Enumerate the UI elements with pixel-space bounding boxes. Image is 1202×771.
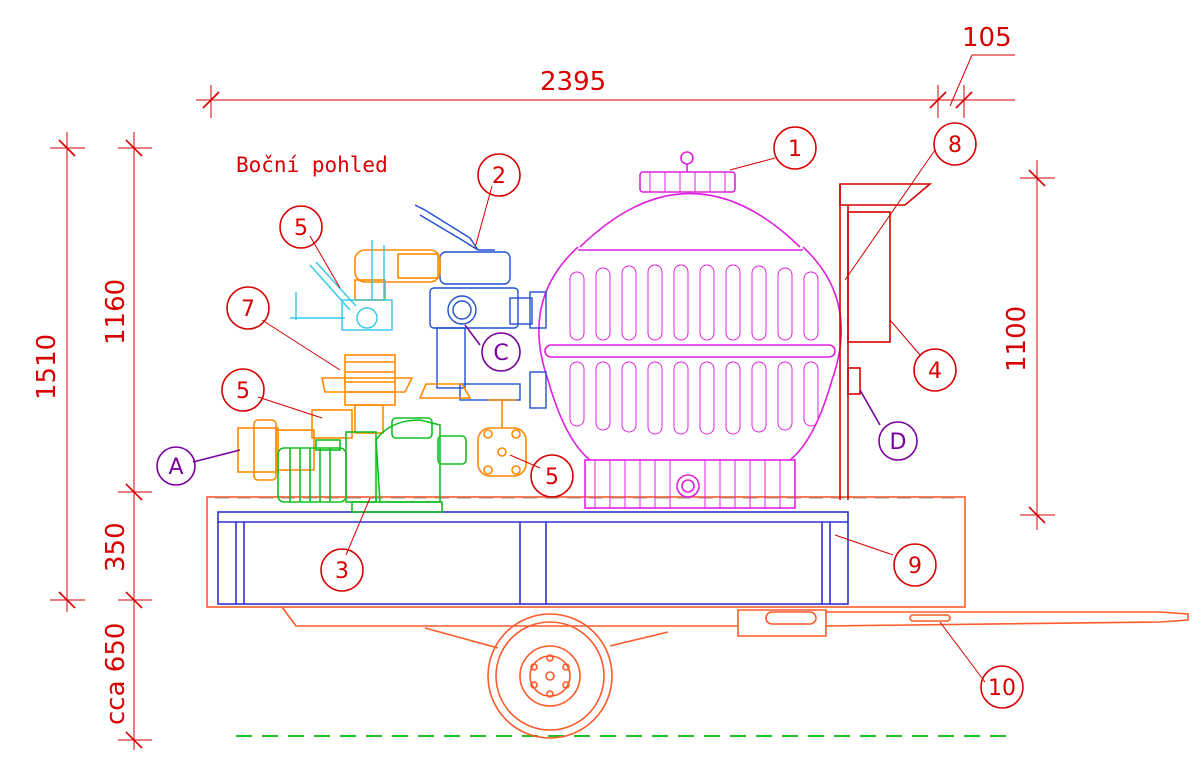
svg-text:5: 5 bbox=[236, 379, 250, 404]
svg-text:C: C bbox=[493, 341, 508, 366]
svg-text:5: 5 bbox=[294, 216, 308, 241]
sand-filter-tank bbox=[529, 151, 842, 509]
callout-5-top: 5 bbox=[279, 205, 323, 249]
callout-4: 4 bbox=[913, 348, 957, 392]
dimension-left-sections: 1160 350 cca 650 bbox=[101, 132, 152, 750]
callout-2: 2 bbox=[477, 153, 521, 197]
callout-8: 8 bbox=[933, 122, 977, 166]
view-title: Boční pohled bbox=[236, 153, 388, 177]
callout-A: A bbox=[156, 446, 196, 486]
svg-text:D: D bbox=[890, 430, 907, 455]
dim-350: 350 bbox=[101, 522, 131, 572]
svg-text:10: 10 bbox=[988, 676, 1016, 701]
callout-10: 10 bbox=[980, 665, 1024, 709]
svg-text:A: A bbox=[168, 455, 183, 480]
control-panel bbox=[839, 183, 933, 500]
callout-D: D bbox=[878, 421, 918, 461]
callout-leaders bbox=[192, 149, 986, 683]
tank-stand-lines bbox=[594, 460, 781, 508]
dim-1160: 1160 bbox=[101, 279, 131, 345]
multiport-valve bbox=[414, 204, 533, 401]
base-frame bbox=[217, 511, 849, 605]
tank-ribs-upper bbox=[569, 264, 819, 341]
svg-text:9: 9 bbox=[908, 554, 922, 579]
callout-3: 3 bbox=[320, 548, 364, 592]
ball-valve-top bbox=[290, 240, 393, 331]
dimension-left-total: 1510 bbox=[32, 132, 85, 612]
dim-105: 105 bbox=[962, 23, 1012, 53]
svg-text:5: 5 bbox=[545, 465, 559, 490]
tank-ribs-lower bbox=[569, 361, 819, 435]
svg-text:7: 7 bbox=[241, 297, 255, 322]
svg-text:3: 3 bbox=[335, 559, 349, 584]
svg-text:8: 8 bbox=[948, 133, 962, 158]
callout-9: 9 bbox=[893, 543, 937, 587]
callout-5-left: 5 bbox=[221, 368, 265, 412]
svg-text:1: 1 bbox=[788, 137, 802, 162]
callout-5-right: 5 bbox=[530, 454, 574, 498]
dimension-overall-length: 2395 105 bbox=[196, 23, 1015, 118]
trailer-chassis bbox=[206, 496, 1189, 649]
dim-1100: 1100 bbox=[1002, 306, 1032, 372]
dim-1510: 1510 bbox=[32, 334, 62, 400]
dim-cca-650: cca 650 bbox=[101, 623, 131, 725]
svg-text:2: 2 bbox=[492, 164, 506, 189]
callout-1: 1 bbox=[773, 126, 817, 170]
dim-2395: 2395 bbox=[540, 67, 606, 97]
callout-7: 7 bbox=[226, 286, 270, 330]
dimension-right-panel: 1100 bbox=[1002, 160, 1055, 530]
callout-C: C bbox=[481, 332, 521, 372]
pump bbox=[277, 417, 467, 513]
svg-text:4: 4 bbox=[928, 359, 942, 384]
trailer-wheel bbox=[487, 613, 613, 739]
